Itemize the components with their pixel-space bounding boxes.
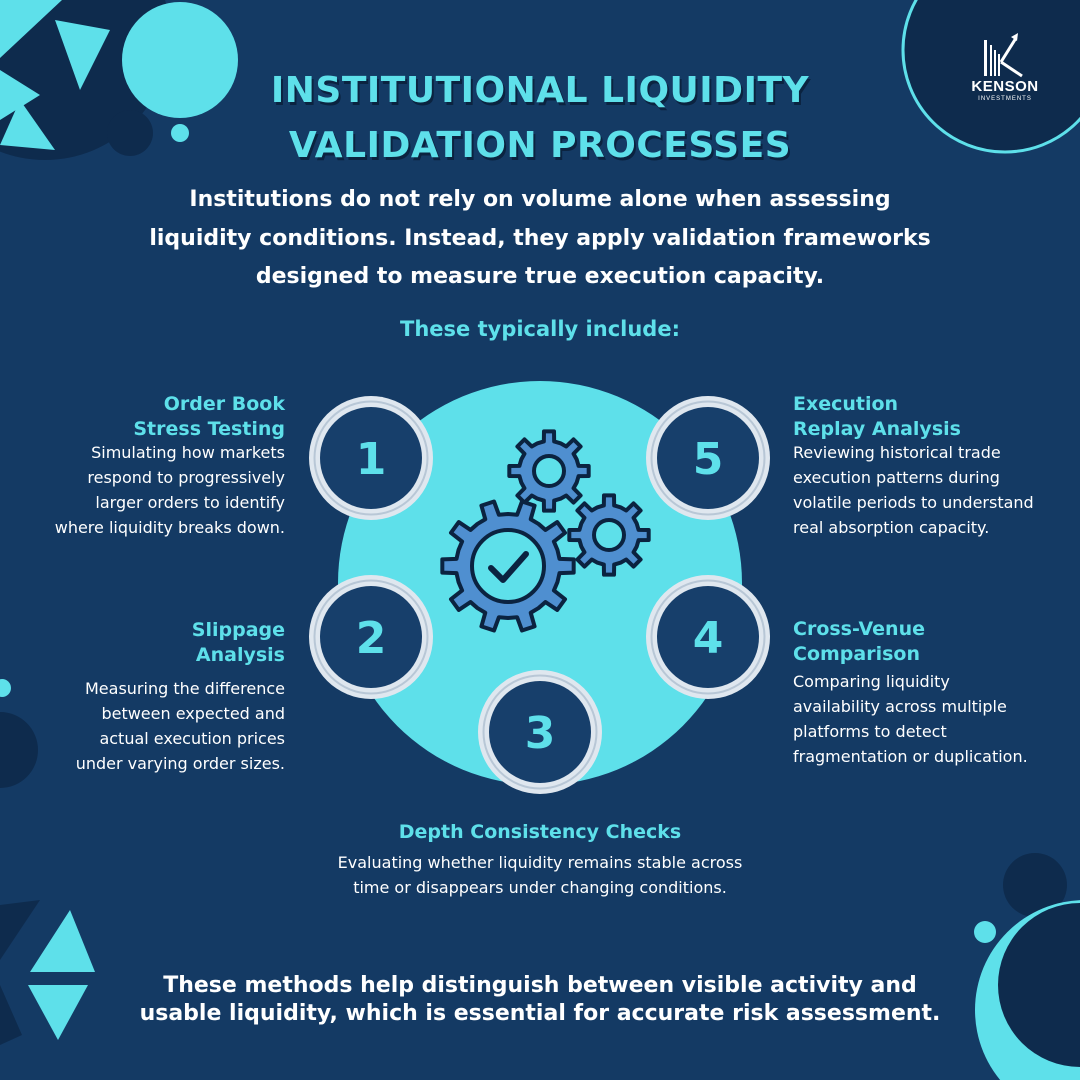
step-2-desc-line: between expected and [101, 704, 285, 723]
step-3-number: 3 [525, 708, 556, 759]
intro-line-1: Institutions do not rely on volume alone… [189, 187, 891, 212]
step-5-description: Reviewing historical trade execution pat… [793, 440, 1034, 540]
deco-triangle [28, 985, 88, 1040]
deco-circle-dark [1003, 853, 1067, 917]
step-1-number-badge: 1 [309, 396, 433, 520]
footer-text: These methods help distinguish between v… [0, 972, 1080, 1028]
gear-large-hub [470, 528, 546, 604]
page-title-line-2: VALIDATION PROCESSES [288, 125, 792, 166]
deco-dot [974, 921, 996, 943]
intro-line-3: designed to measure true execution capac… [255, 264, 825, 289]
step-4-title-line: Comparison [793, 643, 920, 665]
deco-triangle [0, 70, 40, 120]
step-4-desc-line: fragmentation or duplication. [793, 747, 1028, 766]
step-3-title: Depth Consistency Checks [0, 820, 1080, 845]
step-5-number-badge: 5 [646, 396, 770, 520]
footer-line-2: usable liquidity, which is essential for… [139, 1001, 941, 1026]
deco-triangle [0, 985, 22, 1045]
gear-large [440, 499, 576, 633]
deco-circle-cyan [122, 2, 238, 118]
deco-dot [107, 110, 153, 156]
step-3-desc-line: Evaluating whether liquidity remains sta… [337, 853, 743, 872]
step-1-title-line: Order Book [163, 393, 285, 415]
step-1-description: Simulating how markets respond to progre… [55, 440, 285, 540]
step-1-desc-line: respond to progressively [87, 468, 285, 487]
step-4-desc-line: Comparing liquidity [793, 672, 950, 691]
step-4-title: Cross-Venue Comparison [793, 617, 925, 667]
gear-small-right [567, 493, 651, 577]
deco-triangle [0, 100, 55, 150]
gears-checkmark-icon [440, 429, 651, 633]
step-4-number: 4 [693, 613, 724, 664]
deco-circle-dark [0, 712, 38, 788]
deco-circle-dark [998, 903, 1080, 1067]
step-4-title-line: Cross-Venue [793, 618, 925, 640]
footer-line-1: These methods help distinguish between v… [163, 973, 917, 998]
step-5-desc-line: execution patterns during [793, 468, 1000, 487]
step-2-desc-line: under varying order sizes. [75, 754, 285, 773]
step-2-title-line: Slippage [191, 619, 285, 641]
step-5-title-line: Execution [793, 393, 899, 415]
gear-small-top-hub [532, 454, 566, 488]
step-1-desc-line: larger orders to identify [95, 493, 285, 512]
step-2-title: Slippage Analysis [192, 618, 285, 668]
deco-triangle [30, 910, 95, 972]
step-3-number-badge: 3 [478, 670, 602, 794]
step-2-title-line: Analysis [195, 644, 285, 666]
step-4-desc-line: availability across multiple [793, 697, 1007, 716]
step-3-title-line: Depth Consistency Checks [398, 821, 682, 843]
step-5-desc-line: volatile periods to understand [793, 493, 1034, 512]
subheading: These typically include: [400, 317, 680, 341]
step-3-desc-line: time or disappears under changing condit… [353, 878, 727, 897]
logo-mark-icon [984, 33, 1023, 78]
step-3-description: Evaluating whether liquidity remains sta… [0, 850, 1080, 900]
step-2-description: Measuring the difference between expecte… [76, 676, 285, 776]
intro-line-2: liquidity conditions. Instead, they appl… [149, 226, 931, 251]
step-4-number-badge: 4 [646, 575, 770, 699]
deco-dot [0, 679, 11, 697]
step-5-desc-line: real absorption capacity. [793, 518, 990, 537]
step-1-title: Order Book Stress Testing [133, 392, 285, 442]
step-1-title-line: Stress Testing [133, 418, 285, 440]
step-1-desc-line: where liquidity breaks down. [54, 518, 285, 537]
gear-small-top [507, 429, 591, 513]
checkmark-icon [488, 551, 529, 583]
brand-tagline: INVESTMENTS [978, 96, 1032, 102]
deco-triangle [0, 0, 62, 58]
step-2-number: 2 [356, 613, 387, 664]
step-2-desc-line: actual execution prices [99, 729, 285, 748]
step-2-number-badge: 2 [309, 575, 433, 699]
step-5-desc-line: Reviewing historical trade [793, 443, 1001, 462]
step-2-desc-line: Measuring the difference [85, 679, 285, 698]
step-5-title: Execution Replay Analysis [793, 392, 961, 442]
step-5-title-line: Replay Analysis [793, 418, 961, 440]
step-4-desc-line: platforms to detect [793, 722, 947, 741]
step-1-desc-line: Simulating how markets [91, 443, 285, 462]
page-title-line-1: INSTITUTIONAL LIQUIDITY [270, 70, 810, 111]
deco-triangle [55, 20, 110, 90]
step-4-description: Comparing liquidity availability across … [793, 669, 1028, 769]
brand-name: KENSON [971, 78, 1039, 95]
step-1-number: 1 [356, 434, 387, 485]
deco-triangle [0, 900, 40, 960]
deco-dot [171, 124, 189, 142]
step-5-number: 5 [693, 434, 724, 485]
gear-small-right-hub [592, 518, 626, 552]
